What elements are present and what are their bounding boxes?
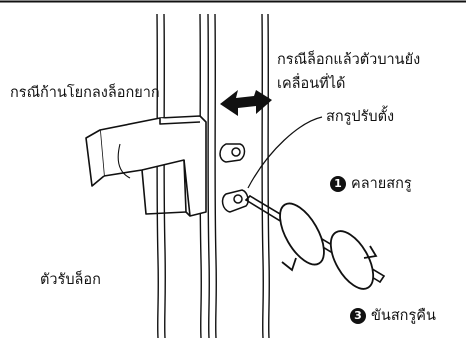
step-loosen-screw: 1 คลายสกรู xyxy=(330,174,412,194)
step-number-badge: 3 xyxy=(350,308,366,324)
hook-pin-icon xyxy=(219,143,246,163)
panel-still-moves-label-line1: กรณีล็อกแล้วตัวบานยัง xyxy=(277,52,421,68)
step-text: คลายสกรู xyxy=(351,176,412,192)
adjust-screw-label: สกรูปรับตั้ง xyxy=(326,109,395,125)
tighten-rotation-arrow-icon xyxy=(329,230,378,290)
lever-hard-to-lock-label: กรณีก้านโยกลงล็อกยาก xyxy=(10,85,160,101)
double-arrow-icon xyxy=(220,90,272,116)
lock-receiver-label: ตัวรับล็อก xyxy=(40,272,101,288)
step-number-badge: 1 xyxy=(330,176,346,192)
panel-still-moves-label-line2: เคลื่อนที่ได้ xyxy=(277,76,346,92)
window-frame xyxy=(156,13,270,338)
step-tighten-screw: 3 ขันสกรูคืน xyxy=(350,306,436,326)
loosen-rotation-arrow-icon xyxy=(279,202,325,272)
step-text: ขันสกรูคืน xyxy=(371,308,436,324)
lock-receiver-icon xyxy=(85,115,207,217)
screw-leader-line xyxy=(247,116,323,189)
adjust-screw-icon xyxy=(221,189,249,213)
